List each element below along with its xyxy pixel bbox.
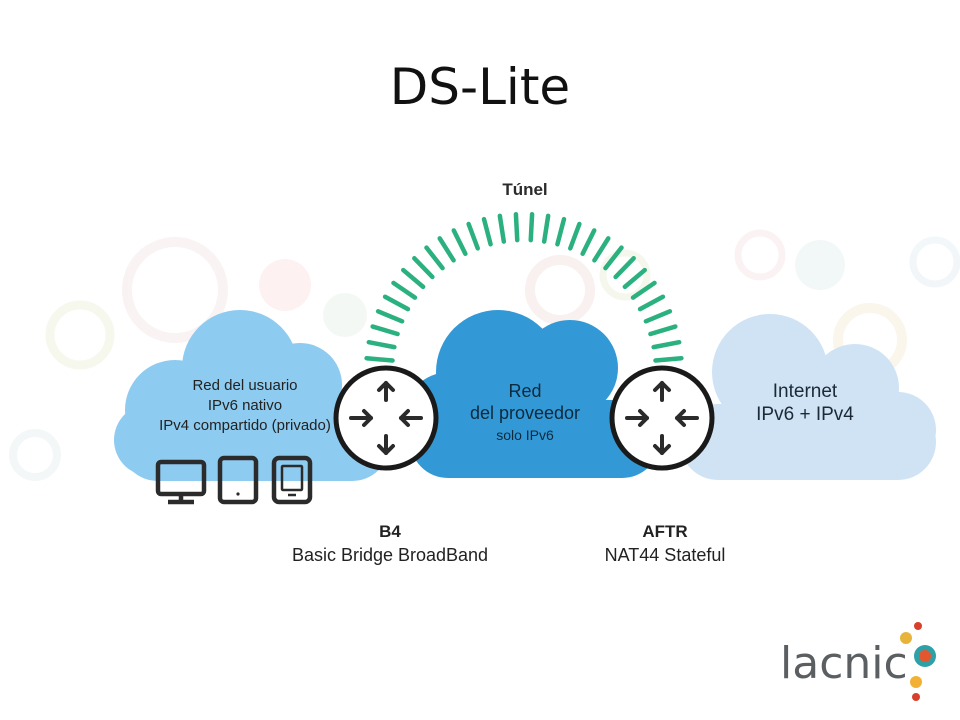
- b4-title: B4: [379, 522, 401, 541]
- tunnel-dash: [555, 216, 567, 247]
- tunnel-dash: [366, 339, 397, 350]
- b4-router: [333, 365, 439, 471]
- tunnel-label: Túnel: [502, 180, 548, 199]
- tunnel-dash: [637, 294, 666, 312]
- internet-cloud: [680, 314, 936, 480]
- provider-network-subline: solo IPv6: [496, 427, 554, 443]
- tunnel-dash: [643, 309, 673, 324]
- lacnic-logo: lacnic: [780, 638, 908, 689]
- tunnel-arc: [364, 211, 684, 363]
- tunnel-dash: [513, 211, 520, 243]
- user-network-label: Red del usuario IPv6 nativo IPv4 compart…: [120, 376, 370, 436]
- tunnel-dash: [648, 324, 678, 337]
- tablet-icon: [217, 455, 259, 505]
- tunnel-dash: [541, 213, 551, 244]
- user-network-line-3: IPv4 compartido (privado): [159, 417, 331, 434]
- tunnel-dash: [568, 221, 582, 251]
- aftr-caption: AFTR NAT44 Stateful: [560, 521, 770, 567]
- slide-title: DS-Lite: [389, 58, 571, 116]
- tunnel-dash: [424, 245, 445, 271]
- tunnel-dash: [466, 221, 480, 251]
- tunnel-dash: [613, 256, 636, 280]
- tunnel-dash: [528, 211, 535, 243]
- router-arrows-icon: [625, 381, 699, 455]
- internet-line-2: IPv6 + IPv4: [756, 404, 854, 425]
- tunnel-dash: [580, 228, 597, 256]
- aftr-title: AFTR: [642, 522, 688, 541]
- lacnic-logo-dots-icon: [900, 622, 936, 701]
- tunnel-dash: [592, 236, 611, 263]
- desktop-monitor-icon: [155, 459, 207, 505]
- tunnel-dash: [370, 324, 400, 337]
- tunnel-dash: [364, 355, 395, 363]
- tunnel-dash: [382, 294, 411, 312]
- aftr-router: [609, 365, 715, 471]
- tunnel-dash: [375, 309, 405, 324]
- b4-caption: B4 Basic Bridge BroadBand: [250, 521, 530, 567]
- tunnel-dash: [437, 236, 456, 263]
- tunnel-dash: [497, 213, 507, 244]
- b4-subtitle: Basic Bridge BroadBand: [291, 545, 489, 565]
- provider-network-line-1: Red: [508, 381, 542, 401]
- tunnel-dash: [451, 228, 468, 256]
- tunnel-dash: [653, 355, 684, 363]
- internet-line-1: Internet: [772, 381, 838, 402]
- internet-label: Internet IPv6 + IPv4: [700, 380, 910, 426]
- provider-network-label: Red del proveedor solo IPv6: [440, 380, 610, 446]
- tunnel-dash: [412, 256, 435, 280]
- user-network-cloud: [114, 310, 390, 481]
- aftr-subtitle: NAT44 Stateful: [604, 545, 726, 565]
- ebook-reader-icon: [271, 455, 313, 505]
- tunnel-dash: [401, 267, 426, 290]
- tunnel-dash: [622, 267, 647, 290]
- tunnel-dash: [481, 216, 493, 247]
- user-network-line-1: Red del usuario: [192, 377, 298, 394]
- tunnel-dash: [603, 245, 624, 271]
- tunnel-dash: [651, 339, 682, 350]
- tunnel-dash: [391, 280, 418, 300]
- user-network-line-2: IPv6 nativo: [207, 397, 283, 414]
- router-arrows-icon: [349, 381, 423, 455]
- tunnel-dash: [630, 280, 657, 300]
- provider-network-line-2: del proveedor: [469, 403, 581, 423]
